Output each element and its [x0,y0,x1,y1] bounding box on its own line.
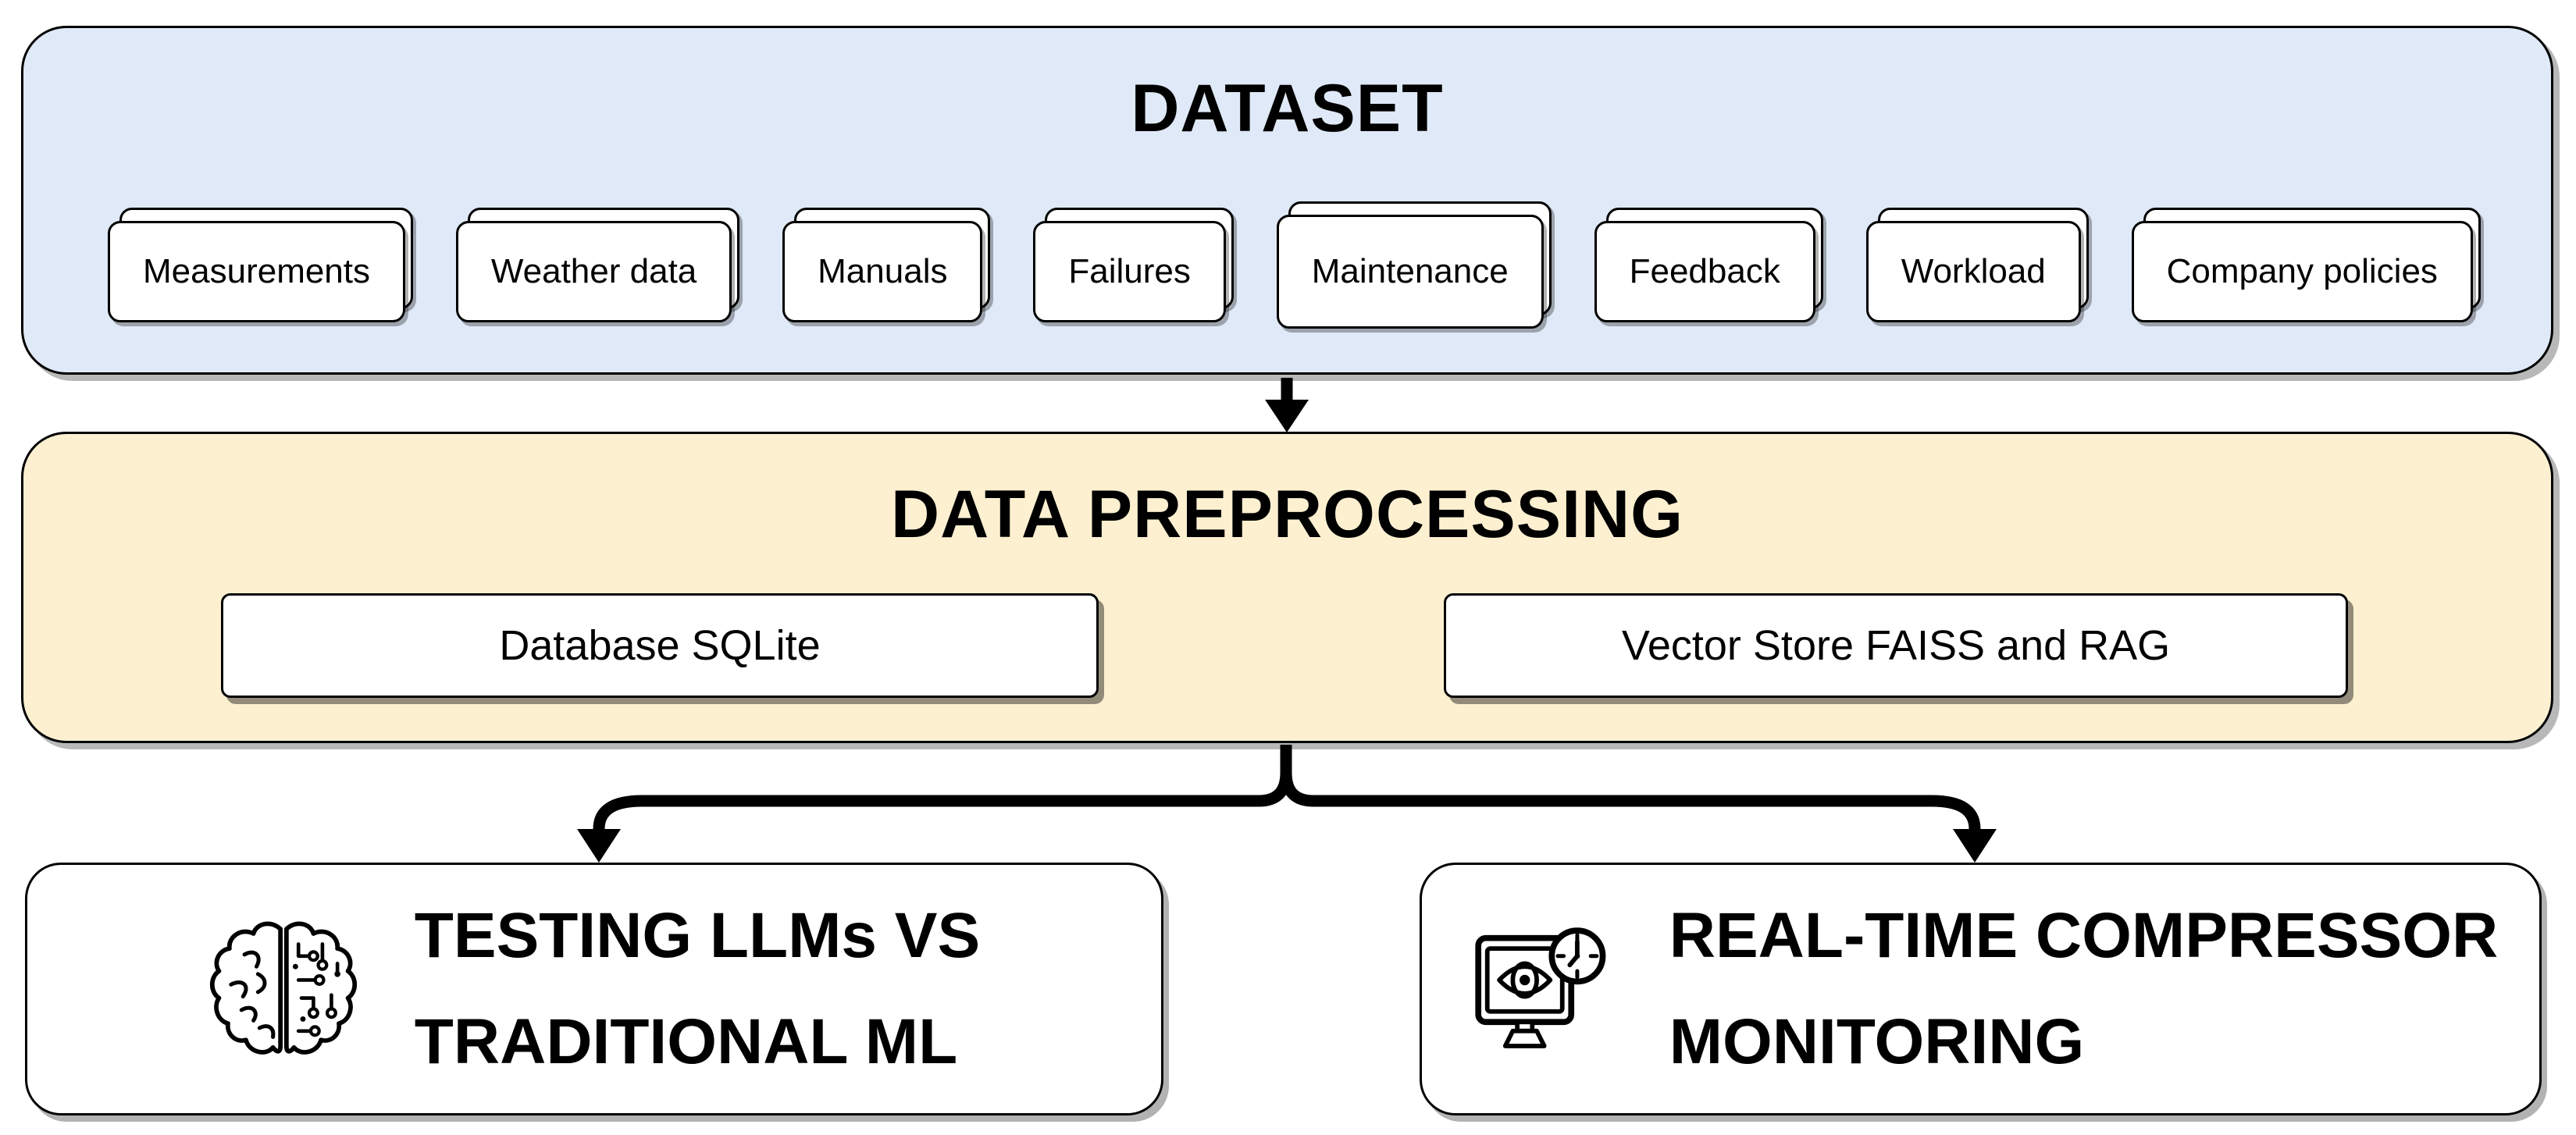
dataset-title: DATASET [1131,71,1444,146]
dataset-card-workload: Workload [1865,208,2089,322]
dataset-card-failures: Failures [1033,208,1234,322]
card-label: Manuals [818,252,948,290]
card-label: Failures [1068,252,1191,290]
dataset-cards-row: Measurements Weather data Manuals Failur… [108,201,2482,334]
dataset-card-company-policies: Company policies [2131,208,2482,322]
proc-label: Vector Store FAISS and RAG [1621,622,2171,669]
dataset-card-weather-data: Weather data [455,208,740,322]
proc-label: Database SQLite [499,622,821,669]
dataset-card-manuals: Manuals [782,208,991,322]
card-label: Feedback [1629,252,1780,290]
dataset-to-preprocessing-arrow [1265,378,1309,432]
preprocessing-panel: DATA PREPROCESSING Database SQLite Vecto… [21,432,2553,743]
card-label: Maintenance [1311,252,1509,290]
testing-llms-title: TESTING LLMs VS TRADITIONAL ML [415,883,980,1095]
preprocessing-branch-arrows [577,745,1997,863]
title-line: TRADITIONAL ML [414,1006,958,1077]
title-line: REAL-TIME COMPRESSOR [1669,899,2499,971]
card-label: Weather data [490,252,697,290]
preprocessing-title: DATA PREPROCESSING [890,477,1684,552]
vector-store-box: Vector Store FAISS and RAG [1444,593,2348,698]
card-label: Company policies [2166,252,2438,290]
dataset-card-maintenance: Maintenance [1276,201,1552,329]
compressor-monitoring-title: REAL-TIME COMPRESSOR MONITORING [1669,883,2498,1095]
title-line: TESTING LLMs VS [414,899,981,971]
monitor-eye-clock-icon [1463,911,1613,1067]
dataset-card-feedback: Feedback [1594,208,1824,322]
card-label: Workload [1901,252,2046,290]
testing-llms-box: TESTING LLMs VS TRADITIONAL ML [25,863,1163,1115]
dataset-panel: DATASET Measurements Weather data Manual… [21,26,2553,375]
dataset-card-measurements: Measurements [108,208,414,322]
brain-half-circuit-icon [208,911,358,1067]
card-label: Measurements [143,252,371,290]
compressor-monitoring-box: REAL-TIME COMPRESSOR MONITORING [1420,863,2542,1115]
title-line: MONITORING [1669,1006,2085,1077]
database-sqlite-box: Database SQLite [221,593,1099,698]
